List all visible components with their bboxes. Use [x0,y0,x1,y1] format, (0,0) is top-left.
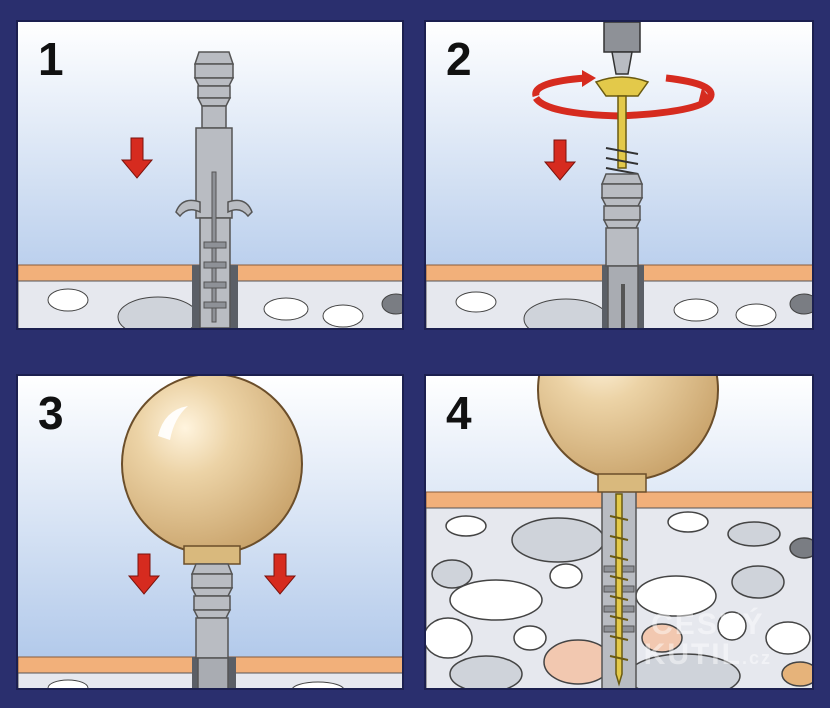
screw [594,76,650,175]
wall-plug [190,563,234,688]
wall-stones [426,511,812,688]
down-arrow-icon [120,137,154,179]
step-number-4: 4 [446,387,472,439]
watermark-logo: ČESKÝ KUTIL.cz [644,610,772,670]
down-arrow-icon [263,553,297,595]
step-2-illustration [426,22,812,328]
screw [609,493,629,687]
step-number-2: 2 [446,33,472,85]
step-1-illustration [18,22,402,328]
step-4-illustration [426,376,812,688]
step-panel-4: 4 ČESKÝ KUTIL.cz [424,374,814,690]
step-panel-1: 1 [16,20,404,330]
down-arrow-icon [543,139,577,181]
step-panel-3: 3 [16,374,404,690]
step-number-3: 3 [38,387,64,439]
step-3-illustration [18,376,402,688]
watermark-line2: KUTIL [643,638,742,671]
step-number-1: 1 [38,33,64,85]
ball-knob [121,376,303,555]
wall-plug [175,51,253,328]
rotation-arrow-icon [532,74,715,120]
step-panel-2: 2 [424,20,814,330]
screwdriver [603,22,641,75]
watermark-line1: ČESKÝ [651,608,765,641]
watermark-suffix: .cz [741,648,772,668]
down-arrow-icon [127,553,161,595]
